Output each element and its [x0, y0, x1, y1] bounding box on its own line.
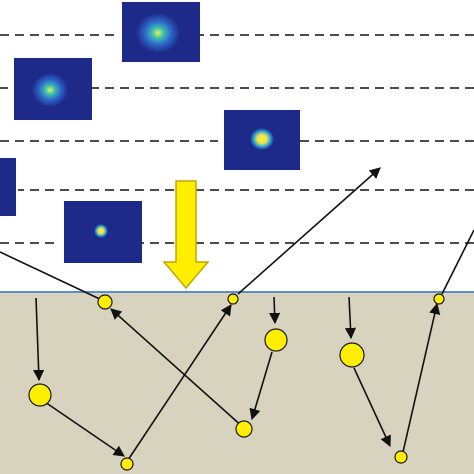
down-arrow-icon — [162, 180, 210, 290]
circle-icon — [28, 383, 52, 407]
particles — [28, 293, 445, 471]
intensity-map-icon — [94, 224, 108, 238]
trajectory-arrow — [249, 351, 273, 421]
trajectory-arrow — [237, 167, 381, 295]
circle-icon — [235, 420, 253, 438]
intensity-map-2 — [8, 56, 92, 122]
circle-icon — [394, 450, 408, 464]
intensity-map-icon — [136, 13, 180, 53]
trajectory-arrow — [110, 308, 245, 429]
trajectory-arrow — [344, 296, 357, 340]
intensity-map-icon — [32, 73, 68, 107]
intensity-map-3 — [218, 108, 300, 172]
circle-icon — [97, 294, 113, 310]
medium-region — [0, 292, 474, 474]
trajectory-arrow — [127, 304, 232, 461]
trajectory-arrow — [353, 367, 391, 448]
trajectory-arrow — [441, 229, 474, 295]
intensity-map-5 — [58, 199, 142, 265]
trajectory-arrow — [269, 296, 281, 325]
trajectory-arrow — [402, 302, 441, 453]
circle-icon — [227, 293, 239, 305]
circle-icon — [339, 342, 365, 368]
trajectory-arrow — [33, 297, 45, 382]
circle-icon — [264, 328, 288, 352]
intensity-map-1 — [116, 0, 200, 64]
intensity-map-icon — [250, 128, 274, 150]
trajectory-arrow — [0, 251, 105, 302]
trajectories — [0, 167, 474, 461]
circle-icon — [433, 293, 445, 305]
intensity-map-4 — [0, 156, 18, 218]
circle-icon — [120, 457, 134, 471]
trajectory-arrow — [41, 399, 125, 457]
